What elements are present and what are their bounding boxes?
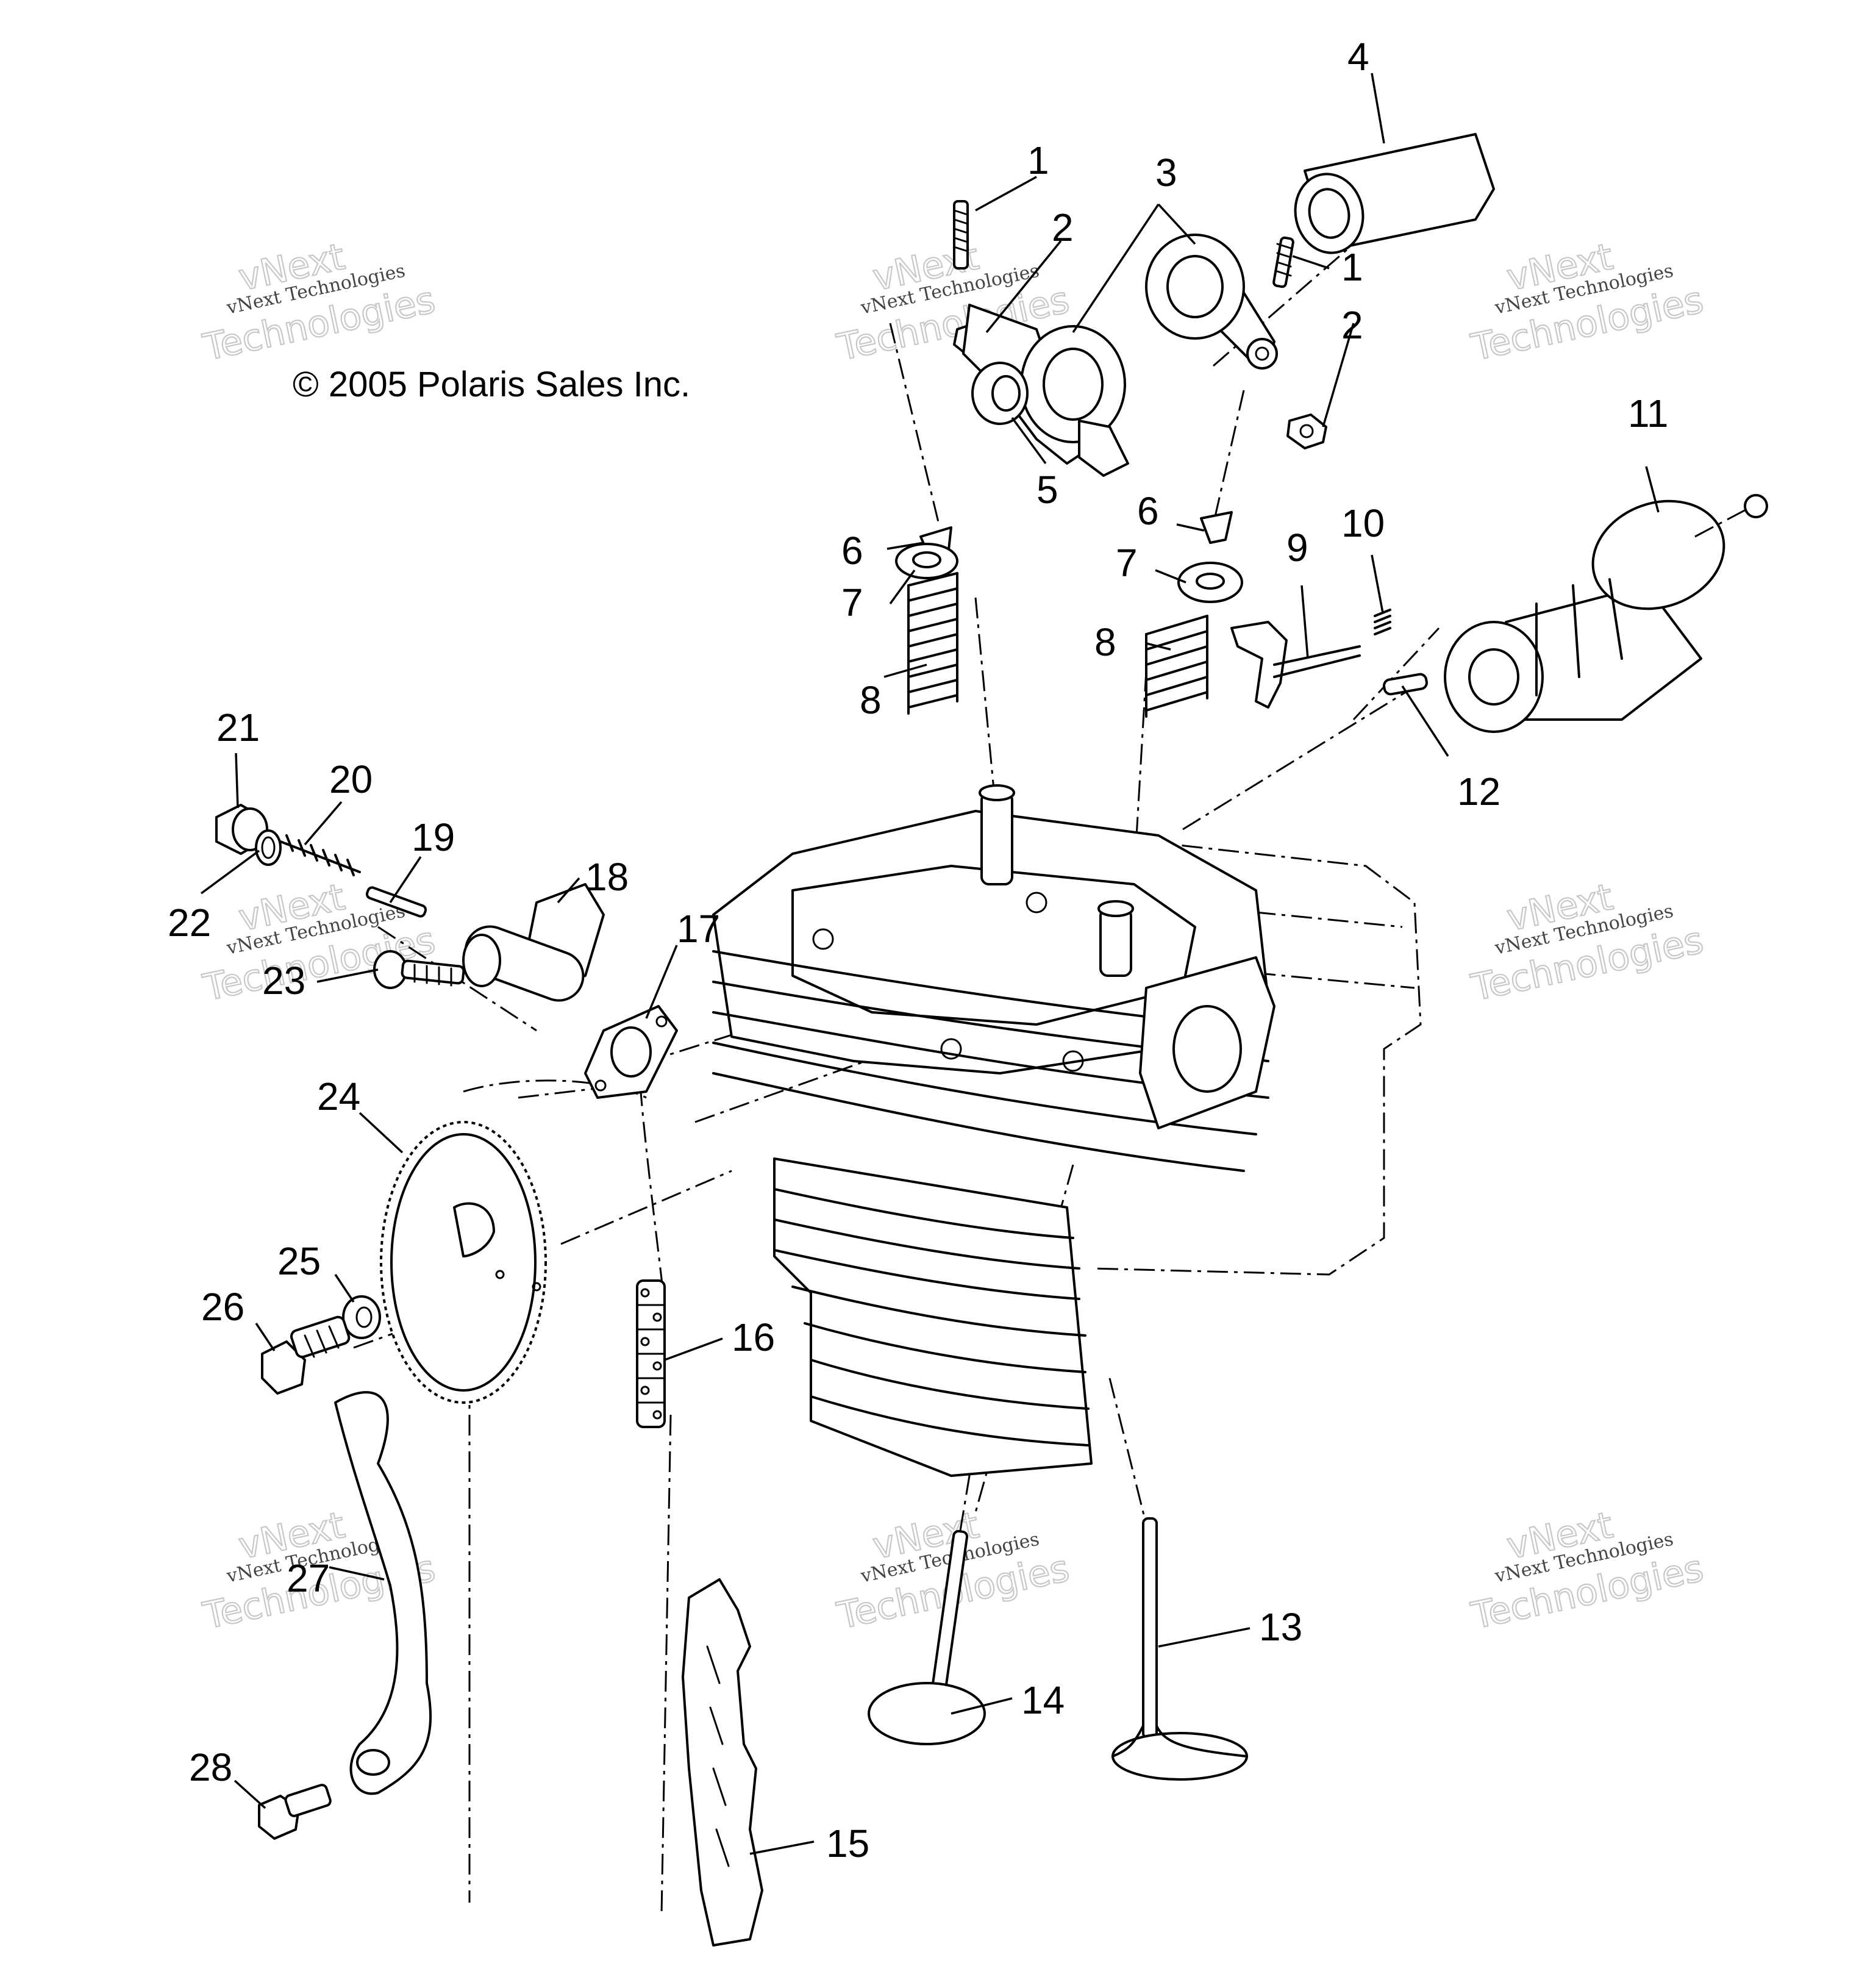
callout-part-4: 4 [1347, 35, 1369, 79]
part-tensioner-gasket [584, 1005, 678, 1099]
callout-part-1b: 1 [1341, 245, 1363, 289]
callout-part-6b: 6 [1137, 489, 1159, 533]
callout-part-24: 24 [317, 1074, 360, 1118]
part-intake-valve [868, 1529, 986, 1745]
part-camshaft [1444, 494, 1768, 733]
part-sprocket-washer [342, 1295, 381, 1339]
callout-part-5: 5 [1036, 468, 1058, 512]
cylinder-head-assembly [712, 784, 1422, 1477]
part-chain-tensioner [462, 883, 605, 1002]
part-sprocket-bolt [261, 1315, 351, 1395]
callout-part-2: 2 [1052, 206, 1074, 249]
part-valve-spring-set-right [1145, 511, 1243, 718]
callout-part-12: 12 [1457, 770, 1500, 813]
callout-part-6: 6 [841, 529, 863, 573]
callout-part-27: 27 [287, 1556, 330, 1600]
callout-part-15: 15 [826, 1822, 869, 1865]
watermark-top-left: vNext vNext Technologies Technologies [199, 235, 440, 370]
callout-part-20: 20 [329, 757, 373, 801]
part-cam-chain [636, 1279, 666, 1428]
callout-labels: 1 2 3 4 1 2 5 6 7 8 6 7 8 9 10 11 12 21 … [168, 35, 1668, 1865]
part-pivot-bolt [258, 1784, 332, 1840]
callout-part-8: 8 [860, 678, 882, 722]
callout-part-25: 25 [277, 1239, 321, 1283]
part-washer [971, 362, 1029, 425]
watermark-mid-left: vNext vNext Technologies Technologies [199, 875, 440, 1010]
callout-part-19: 19 [412, 815, 455, 859]
part-rocker-arm [962, 234, 1278, 477]
callout-part-13: 13 [1259, 1605, 1302, 1649]
callout-part-8b: 8 [1094, 620, 1116, 664]
callout-part-2b: 2 [1341, 303, 1363, 347]
part-o-ring [255, 829, 282, 866]
part-tensioner-rod [365, 886, 427, 918]
part-tensioner-bolt [373, 950, 465, 989]
part-adjuster-screw [953, 200, 1294, 288]
watermark-bottom-right: vNext vNext Technologies Technologies [1467, 1503, 1708, 1639]
part-tensioner-spring [279, 834, 361, 876]
part-decompression-spring [1374, 609, 1391, 635]
callout-part-18: 18 [585, 855, 629, 899]
callout-part-3: 3 [1155, 151, 1177, 195]
callout-part-26: 26 [201, 1285, 244, 1329]
callout-part-28: 28 [189, 1745, 232, 1789]
callout-part-16: 16 [732, 1315, 775, 1359]
callout-part-7: 7 [841, 581, 863, 624]
callout-part-22: 22 [168, 901, 211, 945]
part-tensioner-blade [334, 1391, 432, 1795]
watermark-mid-right: vNext vNext Technologies Technologies [1467, 875, 1708, 1010]
callout-part-14: 14 [1021, 1678, 1065, 1722]
part-chain-guide [682, 1578, 763, 1947]
callout-part-1: 1 [1027, 138, 1049, 182]
part-decompression-lever [1230, 621, 1361, 709]
part-cam-sprocket [380, 1121, 547, 1404]
part-rocker-shaft [1294, 133, 1495, 254]
watermark-top-right: vNext vNext Technologies Technologies [1467, 235, 1708, 370]
callout-part-10: 10 [1341, 501, 1385, 545]
callout-part-11: 11 [1628, 392, 1668, 435]
part-valve-spring-set-left [895, 526, 958, 715]
part-exhaust-valve [1111, 1517, 1248, 1781]
callout-part-17: 17 [677, 907, 720, 951]
copyright-notice: © 2005 Polaris Sales Inc. [293, 365, 690, 404]
leader-lines [200, 73, 1660, 1855]
callout-part-21: 21 [216, 706, 260, 749]
callout-part-9: 9 [1286, 526, 1308, 570]
callout-part-23: 23 [262, 959, 305, 1003]
callout-part-7b: 7 [1116, 541, 1138, 585]
